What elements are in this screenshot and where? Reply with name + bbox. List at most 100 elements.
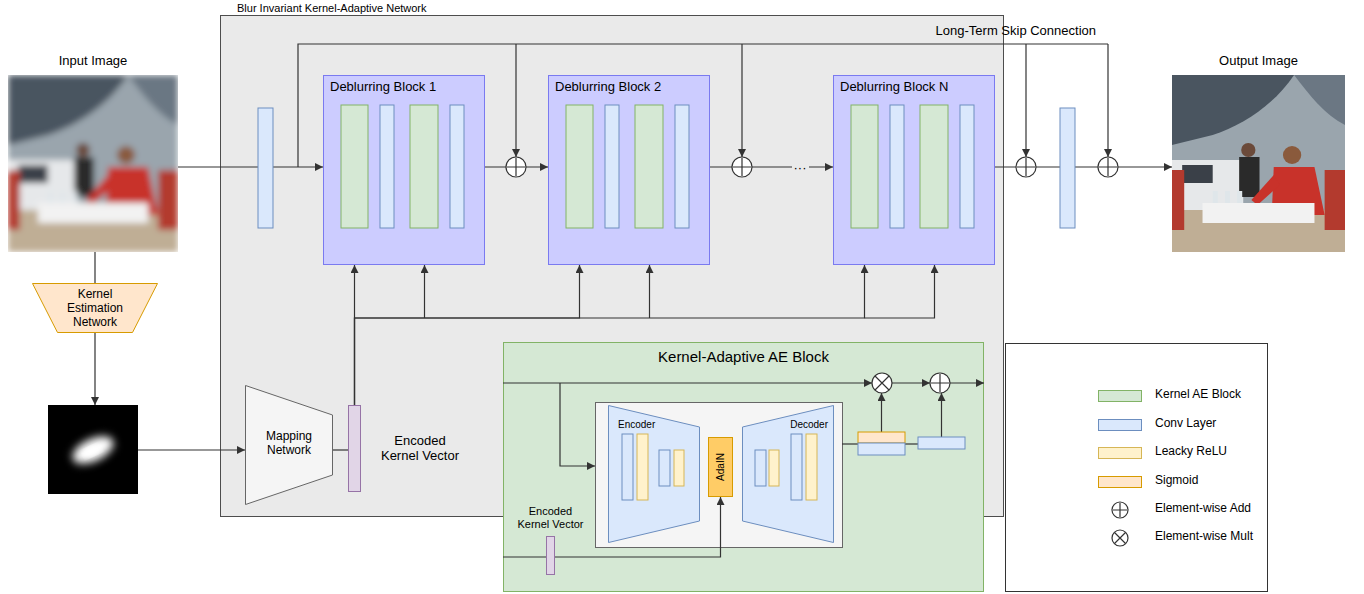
encoder: Encoder bbox=[608, 405, 700, 543]
input-image: Input Image bbox=[8, 75, 178, 252]
block-layers bbox=[851, 105, 878, 228]
add-symbol bbox=[930, 373, 950, 393]
mult-symbol bbox=[872, 373, 892, 393]
deblurring-block-outline bbox=[549, 76, 710, 265]
legend-box bbox=[1006, 344, 1268, 592]
decoder-layers bbox=[769, 450, 779, 486]
block-layers bbox=[566, 105, 593, 228]
kernel-image bbox=[48, 397, 138, 494]
adain-layer-label: AdaIN bbox=[715, 453, 727, 481]
estimation-network: Kernel Estimation Network bbox=[32, 283, 158, 333]
estimation-network-label: Kernel Estimation Network bbox=[55, 288, 135, 329]
skip-connection bbox=[1025, 44, 1026, 157]
block-layers bbox=[675, 105, 689, 228]
ae-wiring bbox=[892, 382, 930, 383]
kernel-image bbox=[82, 443, 103, 460]
decoder: Decoder bbox=[742, 405, 834, 543]
block-layers bbox=[450, 105, 464, 228]
legend-symbol bbox=[1112, 530, 1128, 546]
ae-wiring bbox=[503, 382, 872, 383]
ae-block-label: Kernel-Adaptive AE Block bbox=[503, 348, 984, 365]
kernel-branch-line bbox=[649, 265, 650, 318]
adain-layer: AdaIN bbox=[708, 437, 733, 497]
add-symbol bbox=[733, 158, 751, 176]
conv-layer bbox=[258, 108, 273, 228]
output-layers bbox=[858, 443, 905, 455]
legend-swatch bbox=[1098, 476, 1142, 488]
add-symbol bbox=[931, 374, 949, 392]
kernel-vector: Encoded Kernel Vector bbox=[546, 536, 555, 575]
deblurring-block: Deblurring Block N bbox=[833, 75, 995, 265]
legend-label: Kernel AE Block bbox=[1155, 388, 1265, 402]
decoder-layers bbox=[806, 434, 817, 500]
skip-connection bbox=[515, 44, 516, 157]
kernel-vector-outline bbox=[349, 406, 361, 492]
output-image: Output Image bbox=[1172, 75, 1345, 252]
mapping-network-outline bbox=[246, 386, 333, 505]
deblurring-block-outline bbox=[834, 76, 995, 265]
kernel-vector-shape bbox=[348, 405, 361, 492]
add-symbol bbox=[1016, 157, 1036, 177]
kernel-branch-line bbox=[424, 265, 425, 318]
decoder-outline bbox=[743, 406, 834, 543]
block-layers bbox=[605, 105, 619, 228]
block-layers bbox=[890, 105, 904, 228]
output-photo bbox=[1172, 75, 1345, 252]
kernel-image bbox=[48, 405, 138, 494]
legend-symbol bbox=[1113, 503, 1127, 517]
connector-arrow bbox=[178, 166, 323, 167]
legend-swatch bbox=[1098, 447, 1142, 459]
ae-wiring bbox=[503, 556, 546, 557]
output-layers bbox=[918, 437, 965, 449]
legend-swatch bbox=[1098, 390, 1142, 402]
adain-layer-outline bbox=[709, 438, 733, 497]
legend-label: Conv Layer bbox=[1155, 417, 1265, 431]
add-symbol bbox=[1098, 157, 1118, 177]
skip-connection bbox=[1107, 44, 1108, 157]
conv-layer bbox=[1060, 108, 1075, 228]
ae-wiring bbox=[941, 393, 942, 437]
kernel-vector-shape bbox=[546, 536, 555, 575]
legend-swatch bbox=[1098, 419, 1142, 431]
input-photo bbox=[8, 75, 178, 252]
deblurring-block-shape bbox=[548, 75, 710, 265]
network-panel: Blur Invariant Kernel-Adaptive NetworkDe… bbox=[220, 15, 1004, 517]
ae-block: Kernel-Adaptive AE BlockEncoderAdaIN Deco… bbox=[503, 342, 984, 592]
block-layers bbox=[920, 105, 948, 228]
ae-wiring bbox=[881, 393, 882, 432]
kernel-image bbox=[68, 431, 117, 470]
encoder-layers bbox=[659, 450, 670, 486]
legend-label: Element-wise Add bbox=[1155, 502, 1265, 516]
decoder-layers bbox=[791, 434, 802, 500]
legend-label: Sigmoid bbox=[1155, 474, 1265, 488]
kernel-vector-label: Encoded Kernel Vector bbox=[377, 434, 463, 464]
mapping-network: Mapping Network bbox=[245, 385, 333, 505]
output-image-label: Output Image bbox=[1172, 54, 1345, 69]
output-layers bbox=[858, 432, 905, 443]
mapping-network-label: Mapping Network bbox=[251, 430, 327, 458]
deblurring-block-shape bbox=[323, 75, 485, 265]
ae-block-outline bbox=[504, 343, 984, 592]
kernel-vector-outline bbox=[547, 537, 555, 575]
add-symbol bbox=[1017, 158, 1035, 176]
add-symbol bbox=[506, 157, 526, 177]
kernel-image bbox=[91, 397, 99, 405]
ellipsis: ··· bbox=[792, 161, 809, 176]
encoder-label: Encoder bbox=[618, 419, 664, 431]
encoder-layers bbox=[637, 434, 648, 500]
add-symbol bbox=[507, 158, 525, 176]
encoder-layers bbox=[622, 434, 633, 500]
deblurring-block: Deblurring Block 1 bbox=[323, 75, 485, 265]
mult-symbol bbox=[875, 376, 889, 390]
skip-label: Long-Term Skip Connection bbox=[836, 24, 1096, 39]
kernel-vector-label: Encoded Kernel Vector bbox=[515, 505, 587, 530]
legend-symbol bbox=[1112, 502, 1128, 546]
ae-wiring bbox=[905, 443, 918, 444]
legend-symbol bbox=[1112, 502, 1128, 518]
ae-wiring bbox=[950, 382, 984, 383]
decoder-label: Decoder bbox=[788, 419, 828, 431]
block-layers bbox=[960, 105, 974, 228]
ae-wiring bbox=[842, 443, 858, 444]
estimation-network-outline bbox=[33, 284, 158, 333]
